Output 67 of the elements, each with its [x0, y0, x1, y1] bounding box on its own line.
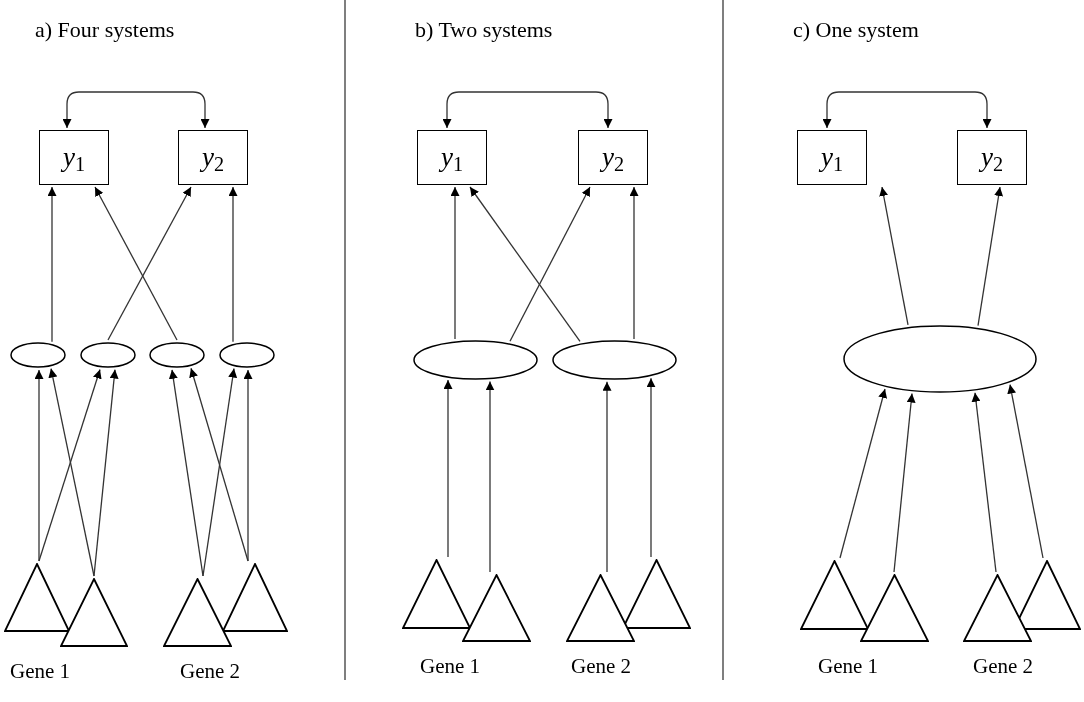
system-ellipse — [219, 342, 275, 368]
gene-label: Gene 2 — [973, 653, 1034, 680]
variable-label: y$_{2}$ — [201, 144, 225, 171]
arrow — [629, 186, 639, 340]
gene-triangle — [163, 578, 232, 647]
variable-box — [417, 130, 487, 185]
variable-label: y$_{2}$ — [980, 144, 1004, 171]
arrow — [38, 368, 102, 562]
gene-triangle — [622, 559, 691, 629]
arrow — [977, 186, 1004, 327]
gene-triangle — [60, 578, 128, 647]
arrow — [646, 377, 656, 558]
arrow — [485, 380, 495, 573]
arrow — [971, 392, 997, 573]
panel-title: a) Four systems — [35, 16, 175, 44]
arrow — [93, 368, 119, 577]
system-ellipse — [80, 342, 136, 368]
arrow — [1007, 383, 1044, 559]
system-ellipse — [413, 340, 538, 380]
system-ellipse — [552, 340, 677, 380]
gene-label: Gene 1 — [818, 653, 879, 680]
arrow — [442, 91, 613, 129]
arrow — [509, 186, 591, 342]
gene-triangle — [402, 559, 471, 629]
arrow — [168, 369, 204, 577]
variable-box — [957, 130, 1027, 185]
arrow — [34, 369, 44, 562]
arrow — [443, 379, 453, 558]
arrow — [202, 367, 238, 577]
gene-triangle — [963, 574, 1032, 642]
variable-box — [39, 130, 109, 185]
arrow — [62, 91, 210, 129]
gene-label: Gene 2 — [571, 653, 632, 680]
variable-label: y$_{1}$ — [62, 144, 86, 171]
gene-triangle — [222, 563, 288, 632]
arrow — [879, 186, 909, 326]
arrow — [469, 186, 581, 342]
panel-title: c) One system — [793, 16, 919, 44]
arrow — [47, 186, 57, 343]
system-ellipse — [843, 325, 1037, 393]
gene-label: Gene 1 — [420, 653, 481, 680]
arrow — [243, 369, 253, 562]
arrow — [228, 186, 238, 343]
gene-label: Gene 1 — [10, 658, 71, 685]
gene-triangle — [4, 563, 70, 632]
arrow — [602, 381, 612, 573]
variable-label: y$_{1}$ — [440, 144, 464, 171]
variable-box — [578, 130, 648, 185]
arrow — [822, 91, 992, 129]
variable-box — [178, 130, 248, 185]
system-ellipse — [10, 342, 66, 368]
gene-label: Gene 2 — [180, 658, 241, 685]
variable-box — [797, 130, 867, 185]
arrow — [48, 367, 95, 577]
variable-label: y$_{2}$ — [601, 144, 625, 171]
arrow — [450, 186, 460, 340]
gene-triangle — [566, 574, 635, 642]
arrow — [107, 186, 192, 341]
system-ellipse — [149, 342, 205, 368]
variable-label: y$_{1}$ — [820, 144, 844, 171]
gene-triangle — [462, 574, 531, 642]
gene-triangle — [800, 560, 869, 630]
gene-triangle — [860, 574, 929, 642]
arrow — [839, 388, 888, 559]
arrow — [94, 186, 178, 341]
arrow — [893, 392, 916, 573]
panel-title: b) Two systems — [415, 16, 553, 44]
